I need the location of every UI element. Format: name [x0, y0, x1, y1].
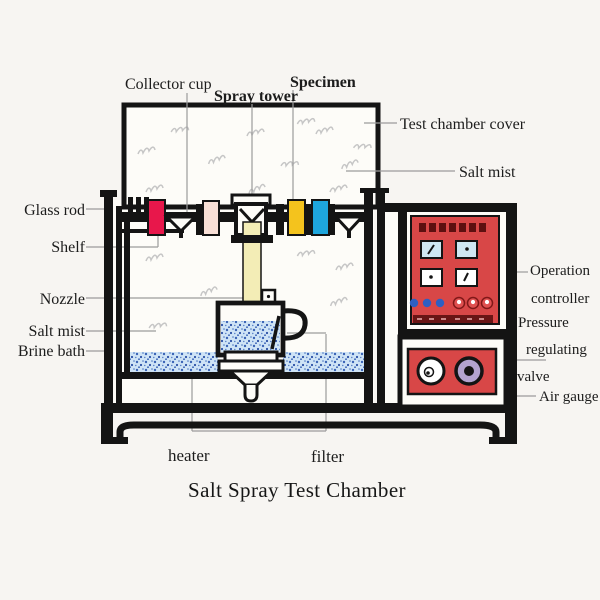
controller-footer-strip	[413, 315, 493, 323]
label-nozzle: Nozzle	[40, 291, 85, 308]
pressure-valve-box	[397, 334, 509, 410]
label-specimen: Specimen	[290, 74, 356, 91]
label-salt-mist-left: Salt mist	[29, 323, 86, 340]
labels: Collector cup Spray tower Specimen Test …	[18, 74, 599, 466]
spray-tower-column	[242, 221, 262, 309]
siphon-tube	[270, 315, 281, 350]
label-filter: filter	[311, 447, 344, 466]
air-gauge-dial	[416, 356, 446, 386]
pedestal	[217, 350, 285, 373]
cyan-specimen	[311, 199, 330, 236]
controller-nameplate-glyphs	[419, 223, 486, 232]
glass-rods	[128, 197, 149, 213]
yellow-specimen	[287, 199, 306, 236]
label-brine-bath: Brine bath	[18, 343, 85, 360]
brine-cup	[215, 300, 308, 358]
label-salt-mist-right: Salt mist	[459, 164, 516, 181]
label-spray-tower: Spray tower	[214, 88, 298, 105]
test-chamber-cover	[121, 102, 381, 210]
nozzle-dot	[266, 294, 271, 299]
brine-bath-right	[283, 352, 364, 372]
label-shelf: Shelf	[51, 239, 85, 256]
filter-funnel	[226, 369, 276, 403]
label-controller: controller	[531, 291, 589, 307]
label-pressure: Pressure	[518, 315, 569, 331]
controller-buttons	[409, 296, 494, 310]
label-operation: Operation	[530, 263, 590, 279]
label-heater: heater	[168, 446, 210, 465]
label-air-gauge: Air gauge	[539, 389, 599, 405]
pink-specimen	[202, 200, 220, 236]
label-glass-rod: Glass rod	[24, 202, 85, 219]
cup-brine	[221, 321, 280, 352]
cup-handle	[282, 308, 308, 341]
spray-tower	[230, 193, 273, 309]
diagram-title: Salt Spray Test Chamber	[188, 478, 406, 502]
red-specimen	[147, 199, 166, 236]
shelf-clamps	[196, 204, 335, 235]
label-test-chamber-cover: Test chamber cover	[400, 116, 526, 133]
label-regulating: regulating	[526, 342, 587, 358]
collector-cup-funnel	[163, 215, 199, 238]
base-stand	[101, 403, 517, 444]
right-collector-funnel	[332, 215, 366, 238]
operation-controller-panel	[409, 215, 500, 325]
brine-bath-left	[130, 352, 218, 372]
label-valve: valve	[517, 369, 550, 385]
label-collector-cup: Collector cup	[125, 76, 212, 93]
